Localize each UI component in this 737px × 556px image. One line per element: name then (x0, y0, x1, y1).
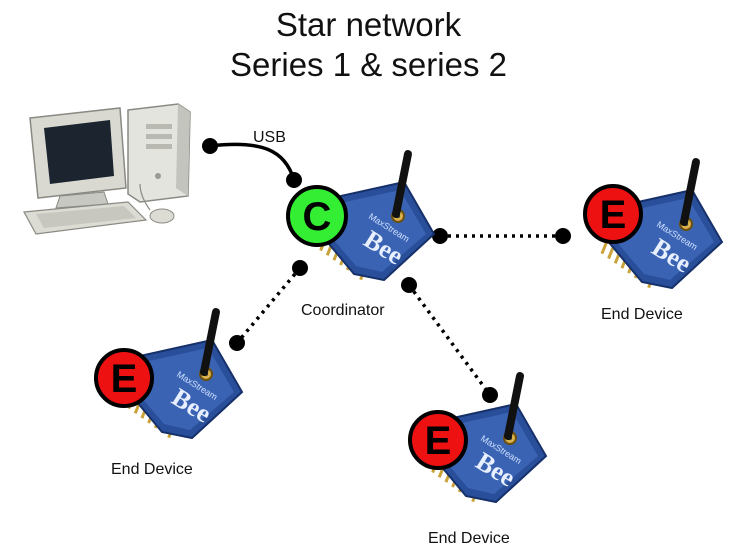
svg-text:E: E (111, 357, 138, 401)
diagram-title-line-1: Star network (275, 6, 462, 43)
wireless-link-right (432, 228, 571, 244)
end-device-left-label: End Device (111, 461, 193, 478)
wireless-link-left (229, 260, 308, 351)
diagram-title-line-2: Series 1 & series 2 (230, 46, 507, 83)
svg-text:C: C (303, 195, 332, 239)
end-device-right-badge: E (583, 184, 643, 244)
svg-text:E: E (425, 419, 452, 463)
computer-icon (23, 103, 191, 235)
end-device-bottom-badge: E (408, 410, 468, 470)
usb-link (202, 138, 302, 188)
svg-text:E: E (600, 193, 627, 237)
end-device-right-label: End Device (601, 306, 683, 323)
wireless-link-bottom (401, 277, 498, 403)
usb-label: USB (253, 129, 286, 146)
coordinator-badge: C (286, 185, 348, 247)
end-device-bottom-label: End Device (428, 530, 510, 547)
end-device-left-badge: E (94, 348, 154, 408)
coordinator-label: Coordinator (301, 302, 385, 319)
